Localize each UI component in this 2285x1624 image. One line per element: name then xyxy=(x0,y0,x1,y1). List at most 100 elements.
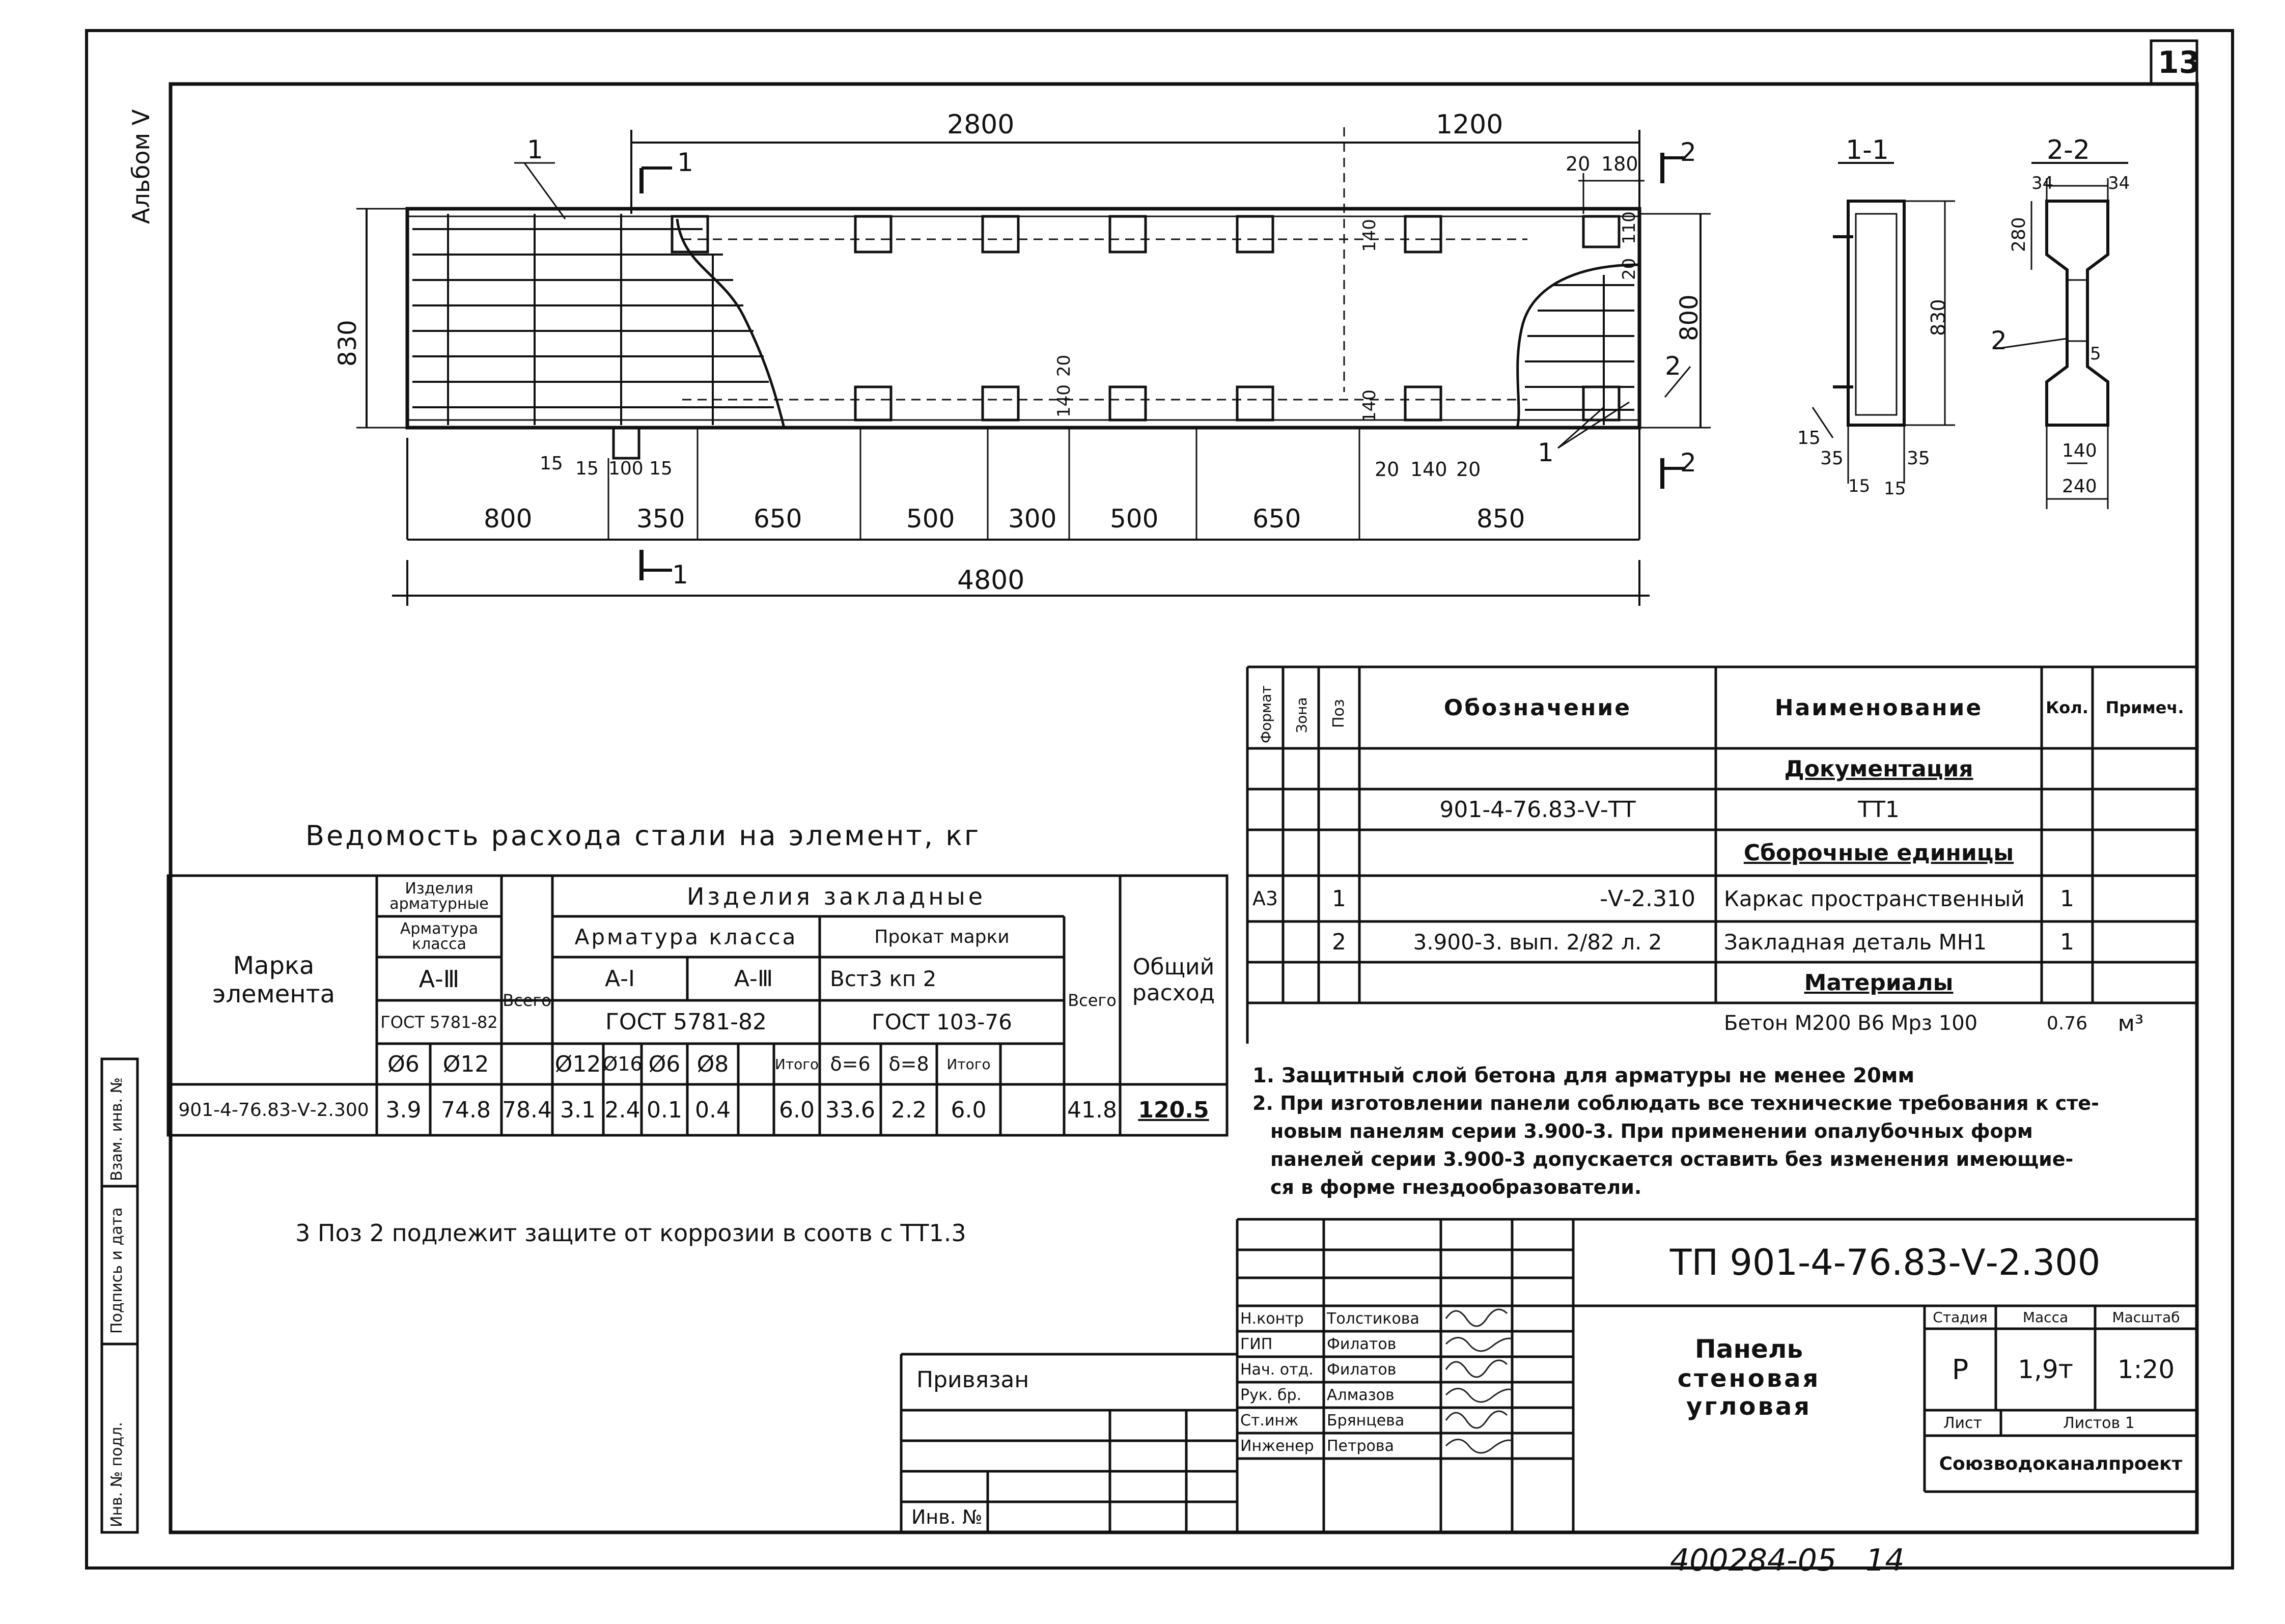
steel-group1-class: Арматура класса xyxy=(400,920,479,953)
dim-350: 350 xyxy=(636,504,685,534)
sheet-number: 13 xyxy=(2158,45,2200,80)
callout-1-left: 1 xyxy=(527,135,543,164)
steel-overall: Общий расход xyxy=(1132,954,1215,1006)
dim-15a: 15 xyxy=(540,453,563,474)
dim-830: 830 xyxy=(333,320,362,367)
tb-role-1: ГИП xyxy=(1240,1335,1273,1353)
tb-name-2: Филатов xyxy=(1327,1360,1397,1379)
steel-arm-class: Арматура класса xyxy=(574,924,798,949)
spec-h-name: Наименование xyxy=(1774,694,1983,721)
spec-r6-name: Бетон М200 В6 Мрз 100 xyxy=(1724,1012,1978,1035)
section-mark-2-bottom: 2 xyxy=(1680,448,1696,478)
dim-300: 300 xyxy=(1008,504,1057,534)
spec-r3-des: -Ⅴ-2.310 xyxy=(1600,885,1695,912)
diam-12a: Ø12 xyxy=(442,1051,489,1077)
diam-itogo1: Итого xyxy=(774,1055,819,1073)
sec22-5: 5 xyxy=(2090,344,2101,364)
tb-scale: 1:20 xyxy=(2117,1355,2175,1384)
note-2d: ся в форме гнездообразователи. xyxy=(1270,1176,1642,1198)
sec11-15: 15 xyxy=(1797,428,1821,449)
panel-elevation xyxy=(356,127,1711,606)
dim-1200: 1200 xyxy=(1436,109,1503,140)
spec-h-des: Обозначение xyxy=(1443,694,1632,721)
row-val-9: 33.6 xyxy=(825,1097,875,1123)
spec-r6-qty: 0.76 xyxy=(2046,1013,2088,1034)
dim-4800: 4800 xyxy=(957,565,1025,596)
sec11-830: 830 xyxy=(1927,299,1949,336)
tb-role-3: Рук. бр. xyxy=(1240,1386,1302,1404)
sec11-15c: 15 xyxy=(1884,479,1906,499)
sec22-callout: 2 xyxy=(1991,326,2007,355)
tb-inv: Инв. № xyxy=(911,1506,983,1528)
tb-org: Союзводоканалпроект xyxy=(1939,1453,2183,1474)
row-val-7: 0.4 xyxy=(695,1097,731,1123)
side-stamp-vzam: Взам. инв. № xyxy=(108,1077,126,1181)
tb-role-2: Нач. отд. xyxy=(1240,1360,1314,1379)
dim-500b: 500 xyxy=(1110,504,1159,534)
spec-h-qty: Кол. xyxy=(2046,698,2088,717)
steel-class-a1: А-Ⅰ xyxy=(605,966,635,992)
dim-650b: 650 xyxy=(1252,504,1301,534)
section-mark-1-top: 1 xyxy=(677,148,693,177)
album-label: Альбом Ⅴ xyxy=(127,109,155,224)
note-2c: панелей серии 3.900-3 допускается остави… xyxy=(1270,1148,2074,1170)
row-val-13: 120.5 xyxy=(1138,1097,1209,1123)
steel-class-a3b: А-Ⅲ xyxy=(734,966,773,992)
steel-table-title: Ведомость расхода стали на элемент, кг xyxy=(305,820,981,852)
dim-20a: 20 xyxy=(1375,458,1400,481)
section-mark-1-bottom: 1 xyxy=(672,560,688,590)
delta-8: δ=8 xyxy=(888,1053,929,1075)
tb-mass: 1,9т xyxy=(2018,1355,2073,1384)
dim-650a: 650 xyxy=(754,504,802,534)
steel-prokat: Прокат марки xyxy=(874,926,1010,947)
side-stamp-sign: Подпись и дата xyxy=(108,1207,126,1334)
dim-100: 100 xyxy=(608,458,644,479)
note-2a: 2. При изготовлении панели соблюдать все… xyxy=(1252,1092,2099,1114)
title-block-grid xyxy=(900,1218,2197,1532)
section-2-2 xyxy=(1995,162,2128,509)
note-1: 1. Защитный слой бетона для арматуры не … xyxy=(1252,1064,1915,1087)
spec-r4-pos: 2 xyxy=(1332,929,1346,955)
callout-1-right: 1 xyxy=(1538,438,1554,467)
row-val-3: 78.4 xyxy=(502,1097,552,1123)
spec-r1-name: ТТ1 xyxy=(1858,796,1900,823)
spec-r4-des: 3.900-3. вып. 2/82 л. 2 xyxy=(1413,929,1662,955)
tb-role-0: Н.контр xyxy=(1240,1309,1304,1328)
spec-table-grid xyxy=(1246,665,2197,1044)
steel-gost1: ГОСТ 5781-82 xyxy=(380,1012,498,1032)
dim-15b: 15 xyxy=(575,458,599,479)
tb-title-1: Панель xyxy=(1694,1334,1803,1364)
side-stamp-inv: Инв. № подл. xyxy=(108,1422,126,1527)
steel-table-grid xyxy=(166,874,1229,1137)
inner-frame xyxy=(169,82,2199,1534)
steel-total2: Всего xyxy=(1068,991,1117,1010)
steel-vst: Вст3 кп 2 xyxy=(830,966,937,991)
steel-group1: Изделия арматурные xyxy=(389,880,489,913)
sec22-140: 140 xyxy=(2062,440,2097,461)
row-val-4: 3.1 xyxy=(560,1097,596,1123)
sec11-15b: 15 xyxy=(1848,476,1871,496)
vdim-20b: 20 xyxy=(1619,258,1639,280)
diam-itogo2: Итого xyxy=(946,1055,991,1073)
diam-6b: Ø6 xyxy=(648,1051,681,1077)
section-22-title: 2-2 xyxy=(2047,135,2090,165)
tb-title-2: стеновая xyxy=(1677,1364,1821,1393)
row-val-5: 2.4 xyxy=(604,1097,640,1123)
spec-r6-note: м³ xyxy=(2117,1010,2144,1037)
spec-h-note: Примеч. xyxy=(2105,698,2184,717)
spec-r3-fmt: А3 xyxy=(1252,887,1278,910)
tb-name-0: Толстикова xyxy=(1327,1309,1419,1328)
section-1-1 xyxy=(1812,162,1955,484)
row-val-2: 74.8 xyxy=(441,1097,491,1123)
tb-tied: Привязан xyxy=(916,1367,1029,1393)
spec-h-pos: Поз xyxy=(1330,699,1348,728)
row-val-10: 2.2 xyxy=(891,1097,927,1123)
spec-r0-name: Документация xyxy=(1784,755,1973,782)
steel-mark-header: Марка элемента xyxy=(212,951,336,1009)
tb-role-5: Инженер xyxy=(1240,1437,1314,1455)
row-val-6: 0.1 xyxy=(647,1097,682,1123)
spec-r2-name: Сборочные единицы xyxy=(1743,839,2014,866)
steel-group2: Изделия закладные xyxy=(686,883,986,910)
spec-r3-qty: 1 xyxy=(2060,885,2074,912)
